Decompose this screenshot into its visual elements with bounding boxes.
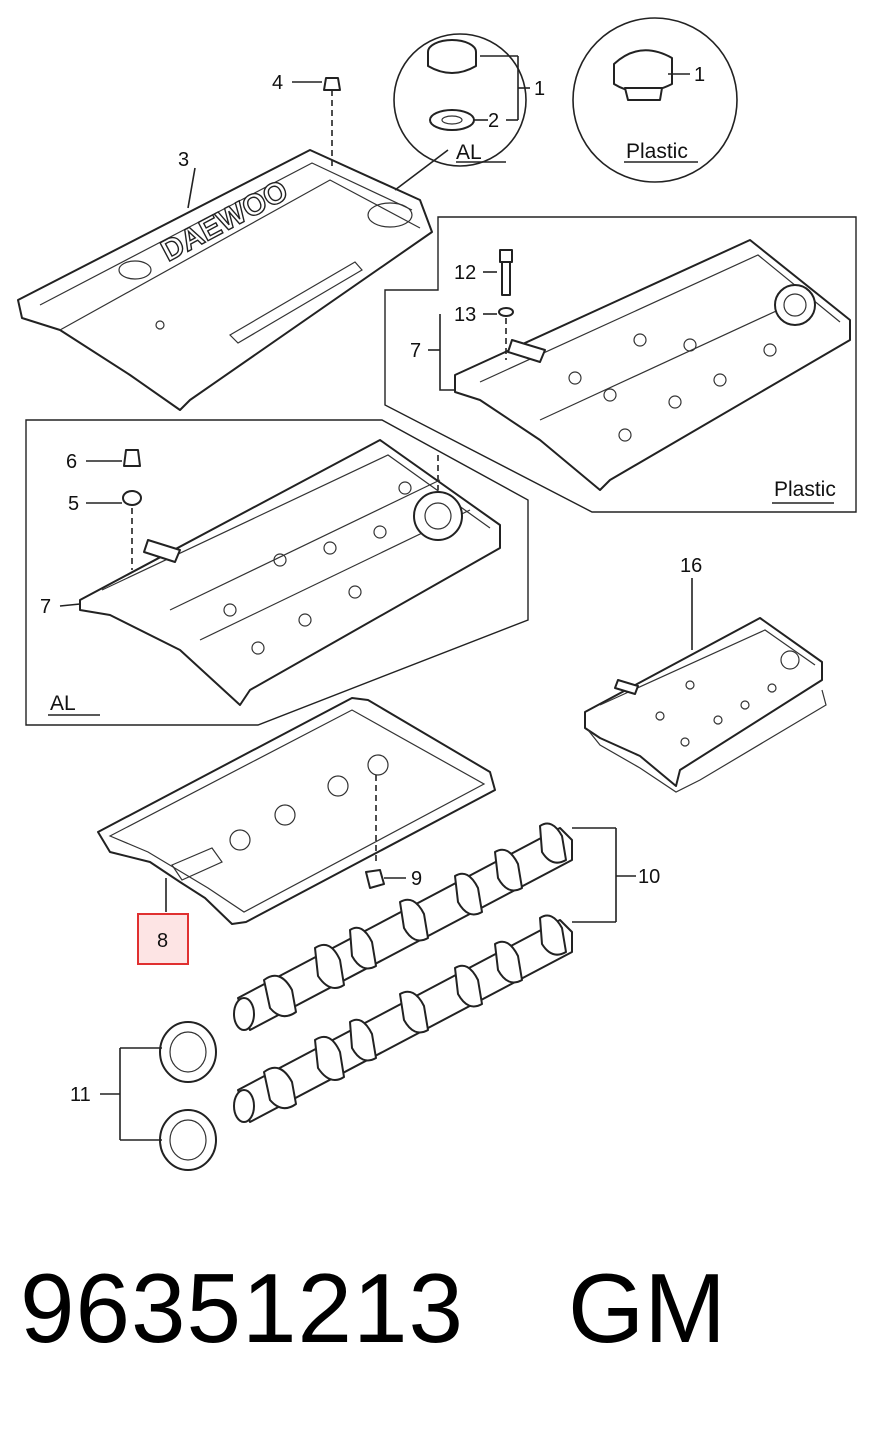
callout-13: 13 xyxy=(454,304,476,326)
callout-12: 12 xyxy=(454,262,476,284)
al-valve-cover-panel xyxy=(25,419,529,726)
callout-9: 9 xyxy=(411,868,422,890)
al-cover-caption: AL xyxy=(50,692,76,715)
callout-10: 10 xyxy=(638,866,660,888)
callout-1-plastic: 1 xyxy=(694,64,705,86)
al-cap-caption: AL xyxy=(456,141,482,164)
callout-8: 8 xyxy=(157,930,168,952)
callout-11-bracket xyxy=(100,1047,162,1141)
valve-cover-assembly-16 xyxy=(584,578,827,793)
plug-9-illustration xyxy=(365,869,406,889)
callout-3: 3 xyxy=(178,149,189,171)
callout-8-highlight xyxy=(137,913,189,965)
oil-seal-upper xyxy=(159,1021,217,1083)
plastic-cover-caption: Plastic xyxy=(774,478,836,501)
engine-cover-illustration: DAEWOO xyxy=(17,149,433,411)
valve-cover-gasket-8 xyxy=(97,697,496,925)
part-number: 96351213 xyxy=(20,1253,465,1363)
callout-7-plastic: 7 xyxy=(410,340,421,362)
oil-cap-plastic-detail xyxy=(572,17,738,183)
plastic-cap-caption: Plastic xyxy=(626,140,688,163)
bolt-4-illustration xyxy=(292,77,341,170)
callout-5: 5 xyxy=(68,493,79,515)
callout-10-bracket xyxy=(572,827,636,923)
callout-4: 4 xyxy=(272,72,283,94)
exploded-parts-diagram: DAEWOO 4 3 1 2 AL 1 Plastic xyxy=(17,17,857,1171)
manufacturer-name: GM xyxy=(568,1253,726,1363)
callout-6: 6 xyxy=(66,451,77,473)
camshaft-upper xyxy=(233,822,573,1031)
callout-16: 16 xyxy=(680,555,702,577)
plastic-valve-cover-panel xyxy=(384,216,857,513)
camshaft-lower xyxy=(233,914,573,1123)
callout-1-al: 1 xyxy=(534,78,545,100)
callout-11: 11 xyxy=(70,1084,91,1106)
oil-cap-al-detail xyxy=(393,33,530,191)
callout-2: 2 xyxy=(488,110,499,132)
callout-7-al: 7 xyxy=(40,596,51,618)
oil-seal-lower xyxy=(159,1109,217,1171)
